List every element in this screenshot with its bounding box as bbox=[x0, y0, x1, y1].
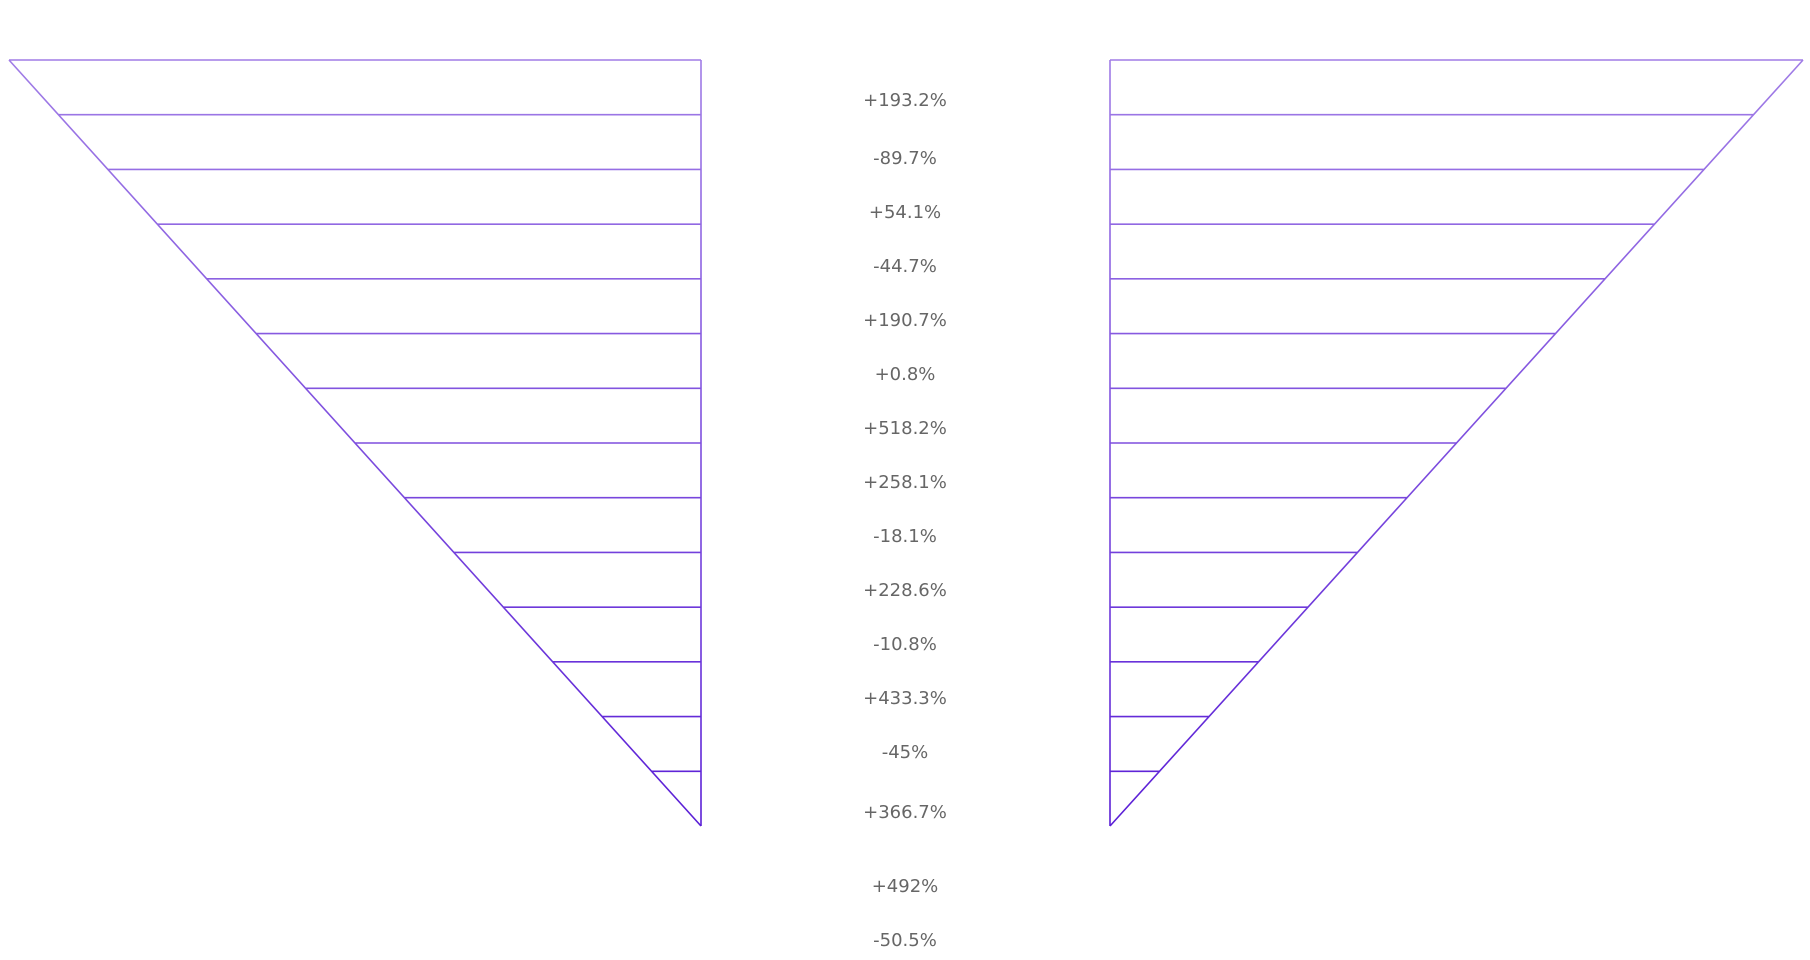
value-label: +433.3% bbox=[863, 688, 947, 709]
left-triangle-hypotenuse bbox=[8, 59, 702, 827]
value-label: -50.5% bbox=[873, 930, 937, 951]
value-label: -18.1% bbox=[873, 526, 937, 547]
value-label: +492% bbox=[872, 876, 939, 897]
value-label: +54.1% bbox=[869, 202, 941, 223]
value-label: -45% bbox=[882, 742, 929, 763]
value-label: -89.7% bbox=[873, 148, 937, 169]
value-label: +228.6% bbox=[863, 580, 947, 601]
left-triangle bbox=[8, 59, 702, 827]
value-label: +0.8% bbox=[875, 364, 936, 385]
value-label: +190.7% bbox=[863, 310, 947, 331]
value-label: -10.8% bbox=[873, 634, 937, 655]
value-labels: +193.2% -89.7% +54.1% -44.7% +190.7% +0.8% +51… bbox=[863, 90, 947, 951]
value-label: +258.1% bbox=[863, 472, 947, 493]
value-label: -44.7% bbox=[873, 256, 937, 277]
right-triangle-hypotenuse bbox=[1109, 59, 1804, 827]
value-label: +518.2% bbox=[863, 418, 947, 439]
value-label: +193.2% bbox=[863, 90, 947, 111]
right-triangle bbox=[1109, 59, 1804, 827]
value-label: +366.7% bbox=[863, 802, 947, 823]
